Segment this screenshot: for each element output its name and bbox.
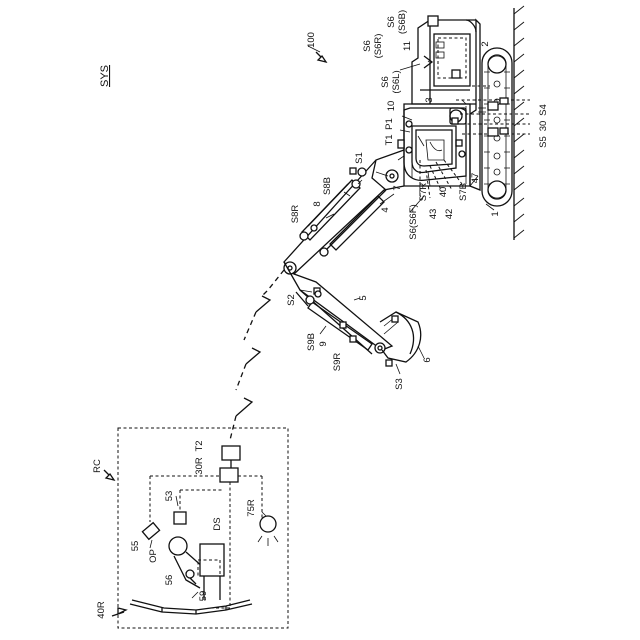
upper-swing-body — [404, 16, 530, 190]
wireless-link — [230, 270, 284, 440]
label-op: OP — [148, 549, 159, 563]
label-s3: S3 — [394, 378, 405, 390]
label-30r: 30R — [194, 457, 205, 475]
label-3: 3 — [424, 97, 435, 102]
bucket — [380, 312, 421, 366]
label-9: 9 — [318, 341, 329, 346]
label-4: 4 — [380, 207, 391, 212]
label-1: 1 — [490, 211, 501, 216]
arm — [284, 262, 392, 354]
label-s7r: S7R — [418, 183, 429, 202]
ground — [514, 6, 524, 240]
label-2: 2 — [480, 41, 491, 46]
label-s5: S5 — [538, 136, 549, 148]
label-6: 6 — [422, 357, 433, 362]
label-p1: P1 — [384, 118, 395, 130]
label-10: 10 — [386, 101, 397, 112]
label-s6l: (S6L) — [391, 70, 402, 93]
label-s6-left: S6 — [380, 76, 391, 88]
label-t1: T1 — [384, 134, 395, 145]
label-s8r: S8R — [290, 205, 301, 224]
label-s1: S1 — [354, 152, 365, 164]
label-s6-right: S6 — [362, 40, 373, 52]
label-40r: 40R — [96, 601, 107, 619]
label-5: 5 — [358, 295, 369, 300]
label-s6r: (S6R) — [373, 34, 384, 59]
label-56: 56 — [164, 575, 175, 586]
label-7: 7 — [392, 185, 403, 190]
label-s4: S4 — [538, 104, 549, 116]
label-s6-back: S6 — [386, 16, 397, 28]
label-59: 59 — [198, 591, 209, 602]
label-47: 47 — [470, 173, 481, 184]
label-s6f: S6(S6F) — [408, 204, 419, 239]
label-30: 30 — [538, 121, 549, 132]
label-s2: S2 — [286, 294, 297, 306]
label-t2: T2 — [194, 440, 205, 451]
label-75r: 75R — [246, 499, 257, 517]
label-8: 8 — [312, 201, 323, 206]
label-100: 100 — [306, 32, 317, 48]
label-43: 43 — [428, 209, 439, 220]
label-s9b: S9B — [306, 333, 317, 351]
crawler-track — [482, 48, 512, 206]
label-s8b: S8B — [322, 177, 333, 195]
label-42: 42 — [444, 209, 455, 220]
label-ds: DS — [212, 517, 223, 530]
label-40: 40 — [438, 187, 449, 198]
label-s7b: S7B — [458, 183, 469, 201]
label-s9r: S9R — [332, 353, 343, 372]
sys-label: SYS — [99, 65, 111, 87]
label-11: 11 — [402, 41, 413, 51]
rc-label: RC — [92, 459, 103, 473]
label-s6b: (S6B) — [397, 10, 408, 34]
label-53: 53 — [164, 491, 175, 502]
label-55: 55 — [130, 541, 141, 552]
leader-lines — [150, 46, 494, 598]
